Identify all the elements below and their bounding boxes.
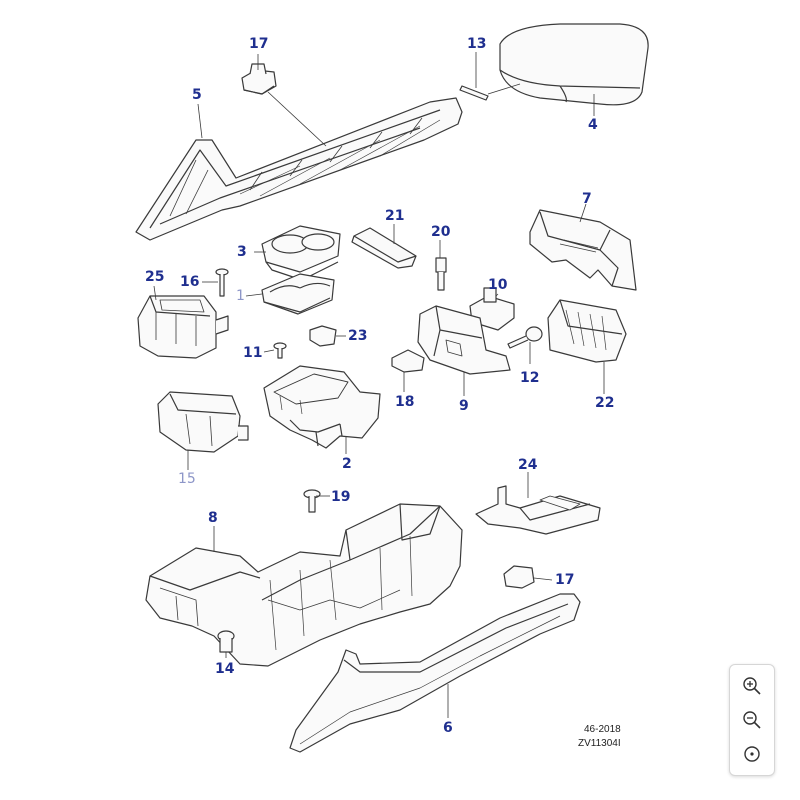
callout-21[interactable]: 21 — [385, 208, 405, 224]
callout-3[interactable]: 3 — [237, 244, 247, 260]
part-11-fastener — [273, 342, 287, 359]
callout-16[interactable]: 16 — [180, 274, 200, 290]
callout-5[interactable]: 5 — [192, 87, 202, 103]
part-15-switch-pack — [157, 391, 249, 453]
callout-8[interactable]: 8 — [208, 510, 218, 526]
part-14-bolt — [217, 630, 235, 653]
part-20-sensor — [435, 257, 447, 291]
callout-6[interactable]: 6 — [443, 720, 453, 736]
part-17-clip-lower — [503, 565, 535, 589]
diagram-date: 46-2018 — [584, 724, 621, 735]
part-2-console-housing — [263, 365, 381, 449]
callout-23[interactable]: 23 — [348, 328, 368, 344]
zoom-out-button[interactable] — [730, 703, 774, 737]
part-22-vent — [547, 299, 627, 363]
callout-18[interactable]: 18 — [395, 394, 415, 410]
part-3-cupholder-top — [261, 225, 341, 281]
zoom-out-icon — [743, 711, 761, 729]
part-6-lower-trim — [289, 593, 581, 753]
callout-4[interactable]: 4 — [588, 117, 598, 133]
part-1-cupholder-insert — [261, 273, 335, 315]
callout-12[interactable]: 12 — [520, 370, 540, 386]
callout-25[interactable]: 25 — [145, 269, 165, 285]
part-21-cover — [351, 227, 417, 269]
part-13-pin — [459, 85, 489, 101]
callout-9[interactable]: 9 — [459, 398, 469, 414]
part-25-switch-module — [137, 295, 229, 359]
part-12-bolt — [507, 326, 543, 349]
callout-15[interactable]: 15 — [178, 471, 196, 487]
callout-13[interactable]: 13 — [467, 36, 487, 52]
part-24-bracket — [475, 485, 601, 535]
callout-1[interactable]: 1 — [236, 288, 245, 304]
reset-zoom-button[interactable] — [730, 737, 774, 771]
part-7-bezel — [529, 209, 637, 291]
zoom-controls — [729, 664, 775, 776]
callout-17[interactable]: 17 — [249, 36, 269, 52]
part-4-armrest — [499, 23, 649, 106]
part-8-console-frame — [145, 503, 463, 667]
callout-19[interactable]: 19 — [331, 489, 351, 505]
callout-11[interactable]: 11 — [243, 345, 263, 361]
callout-22[interactable]: 22 — [595, 395, 615, 411]
callout-2[interactable]: 2 — [342, 456, 352, 472]
callout-24[interactable]: 24 — [518, 457, 538, 473]
part-5-upper-trim — [135, 97, 463, 241]
part-17-clip-top — [241, 63, 277, 95]
part-9-mount — [417, 305, 511, 375]
callout-20[interactable]: 20 — [431, 224, 451, 240]
part-18-plate — [391, 349, 425, 373]
leader-lines — [153, 52, 605, 718]
part-19-screw — [303, 489, 321, 513]
part-16-screw — [215, 268, 229, 297]
part-23-small-cover — [309, 325, 337, 347]
callout-14[interactable]: 14 — [215, 661, 235, 677]
callout-10[interactable]: 10 — [488, 277, 508, 293]
diagram-code: ZV11304I — [578, 738, 621, 749]
callout-7[interactable]: 7 — [582, 191, 592, 207]
reset-icon — [744, 746, 760, 762]
zoom-in-button[interactable] — [730, 669, 774, 703]
callout-17-lower[interactable]: 17 — [555, 572, 575, 588]
zoom-in-icon — [743, 677, 761, 695]
